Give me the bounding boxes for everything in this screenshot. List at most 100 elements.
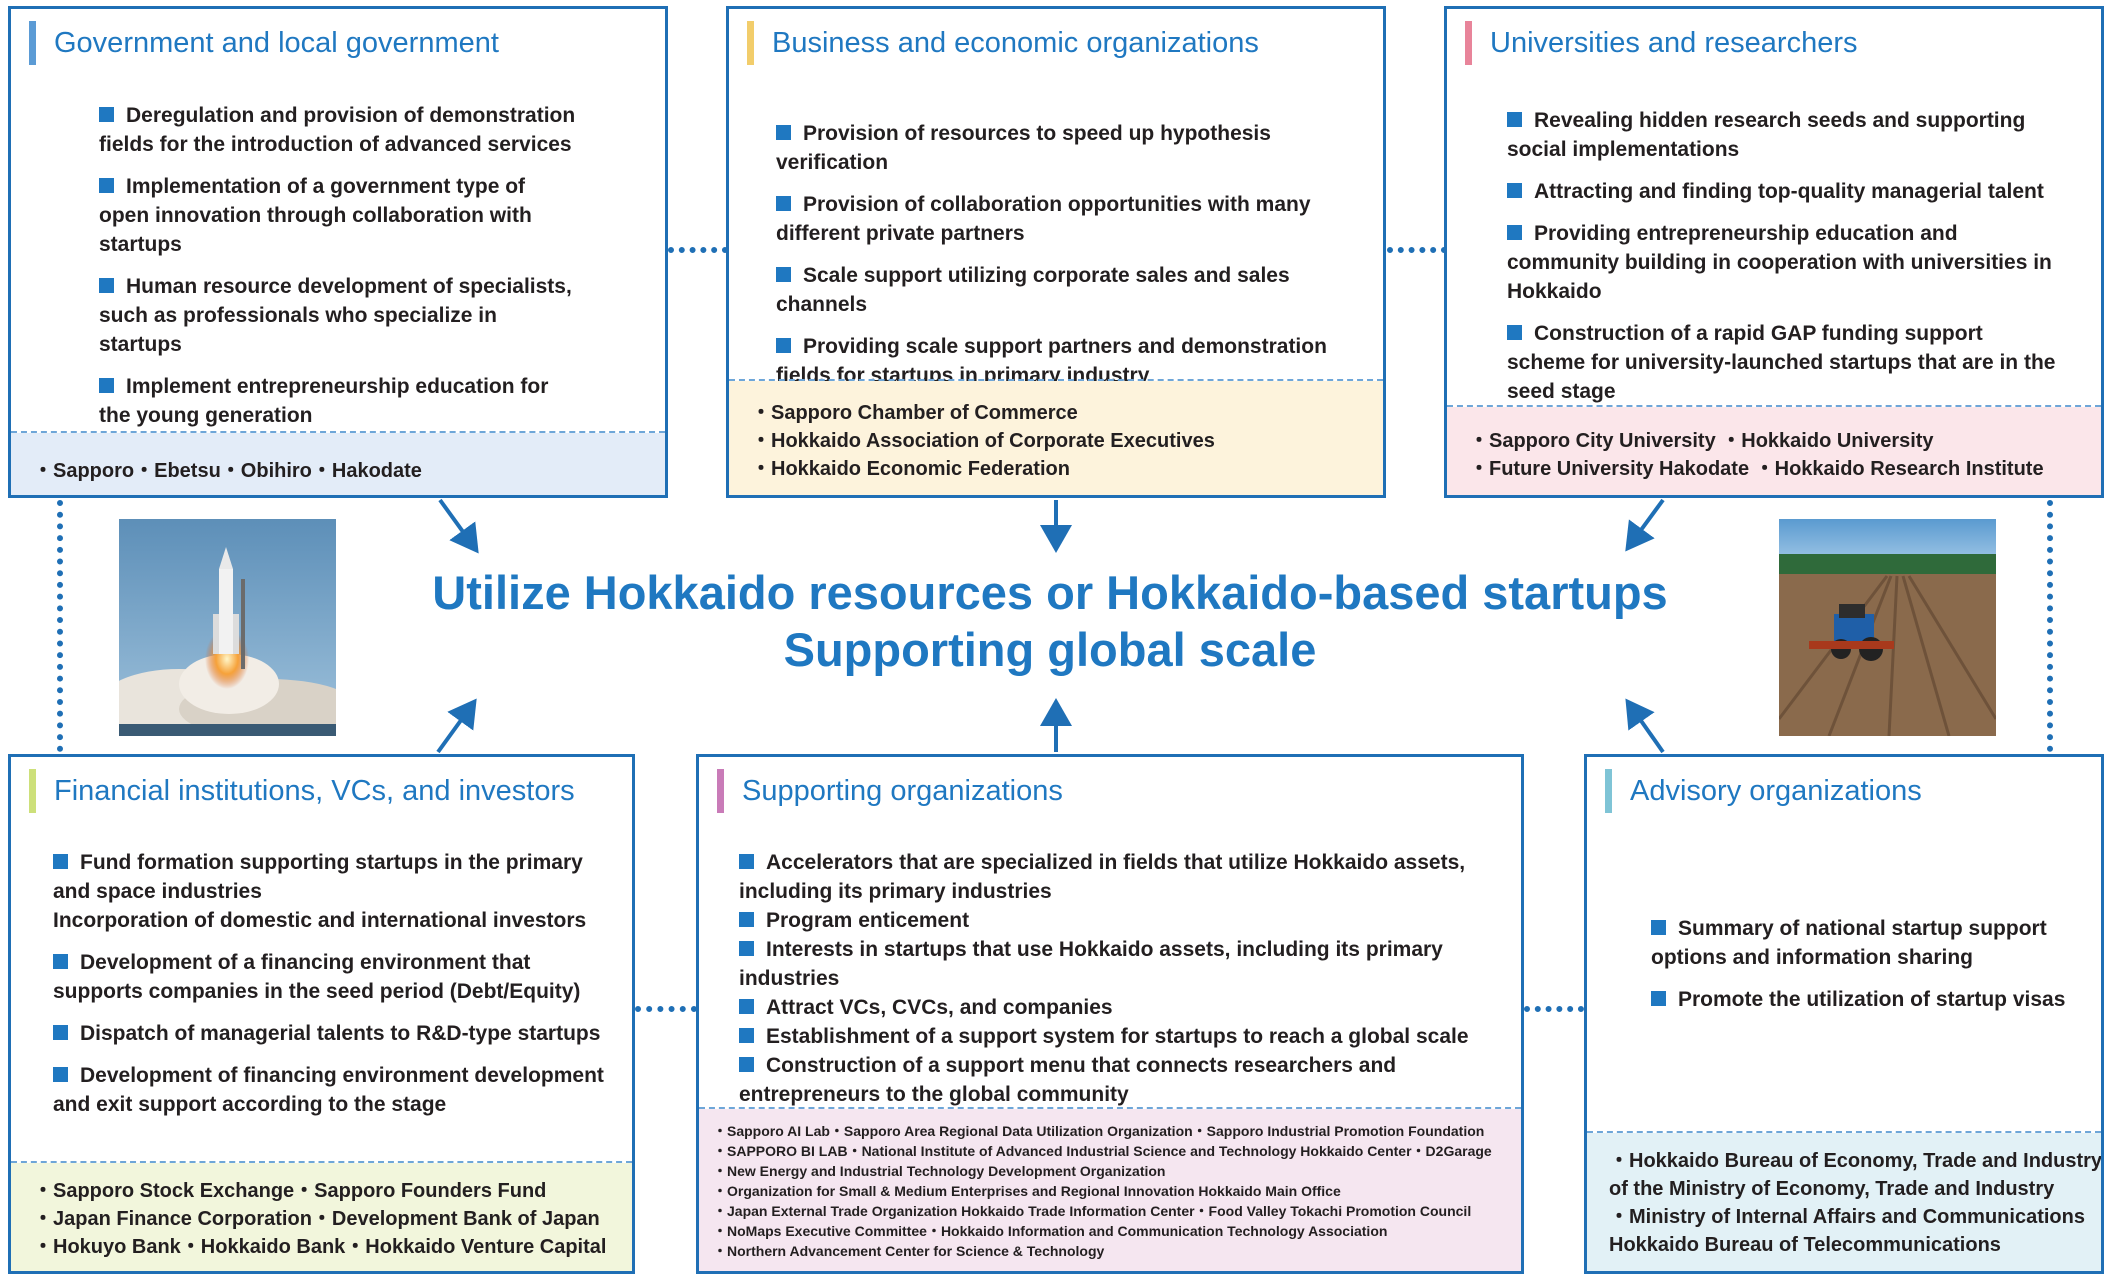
square-bullet-icon xyxy=(776,267,791,282)
supporting-members: ・Sapporo AI Lab・Sapporo Area Regional Da… xyxy=(699,1109,1521,1271)
government-separator xyxy=(11,431,665,433)
supporting-separator xyxy=(699,1107,1521,1109)
business-box: Business and economic organizations Prov… xyxy=(726,6,1386,498)
square-bullet-icon xyxy=(1651,920,1666,935)
member-line: ・Northern Advancement Center for Science… xyxy=(713,1243,1105,1259)
list-item-text: Dispatch of managerial talents to R&D-ty… xyxy=(80,1022,601,1045)
list-item-text: Establishment of a support system for st… xyxy=(766,1025,1469,1048)
member-line: ・Future University Hakodate ・Hokkaido Re… xyxy=(1469,458,2044,480)
list-item: Interests in startups that use Hokkaido … xyxy=(739,935,1499,993)
list-item: Dispatch of managerial talents to R&D-ty… xyxy=(53,1019,623,1048)
financial-separator xyxy=(11,1161,632,1163)
member-line: ・NoMaps Executive Committee・Hokkaido Inf… xyxy=(713,1223,1388,1239)
list-item: Providing entrepreneurship education and… xyxy=(1507,219,2057,306)
member-line: ・New Energy and Industrial Technology De… xyxy=(713,1163,1166,1179)
list-item-text: Incorporation of domestic and internatio… xyxy=(53,909,587,932)
list-item: Deregulation and provision of demonstrat… xyxy=(99,101,579,159)
square-bullet-icon xyxy=(1507,183,1522,198)
connector-financial-supporting xyxy=(635,1006,697,1012)
list-item-text: Construction of a rapid GAP funding supp… xyxy=(1507,322,2056,403)
connector-business-universities xyxy=(1387,247,1447,253)
list-item-text: Attracting and finding top-quality manag… xyxy=(1534,180,2044,203)
arrow-gov xyxy=(438,498,479,554)
member-line: ・Sapporo AI Lab・Sapporo Area Regional Da… xyxy=(713,1123,1485,1139)
list-item-text: Development of a financing environment t… xyxy=(53,951,581,1003)
universities-separator xyxy=(1447,405,2101,407)
member-line: ・Sapporo Chamber of Commerce xyxy=(751,402,1078,424)
list-item-text: Accelerators that are specialized in fie… xyxy=(739,851,1466,903)
government-items: Deregulation and provision of demonstrat… xyxy=(99,101,579,443)
list-item: Revealing hidden research seeds and supp… xyxy=(1507,106,2057,164)
member-line: ・Hokkaido Association of Corporate Execu… xyxy=(751,430,1215,452)
universities-box: Universities and researchers Revealing h… xyxy=(1444,6,2104,498)
list-item: Accelerators that are specialized in fie… xyxy=(739,848,1499,906)
financial-items: Fund formation supporting startups in th… xyxy=(53,848,623,1132)
tractor-field-photo xyxy=(1779,519,1996,736)
member-line: ・Hokkaido Economic Federation xyxy=(751,458,1070,480)
square-bullet-icon xyxy=(739,854,754,869)
member-line: ・Japan External Trade Organization Hokka… xyxy=(713,1203,1472,1219)
list-item: Summary of national startup support opti… xyxy=(1651,914,2081,972)
list-item-text: Provision of resources to speed up hypot… xyxy=(776,122,1271,174)
list-item: Establishment of a support system for st… xyxy=(739,1022,1499,1051)
square-bullet-icon xyxy=(1507,225,1522,240)
member-line: ・Organization for Small & Medium Enterpr… xyxy=(713,1183,1341,1199)
list-item: Implementation of a government type of o… xyxy=(99,172,579,259)
financial-box: Financial institutions, VCs, and investo… xyxy=(8,754,635,1274)
list-item-text: Program enticement xyxy=(766,909,970,932)
list-item: Scale support utilizing corporate sales … xyxy=(776,261,1346,319)
square-bullet-icon xyxy=(739,941,754,956)
square-bullet-icon xyxy=(739,1057,754,1072)
universities-items: Revealing hidden research seeds and supp… xyxy=(1507,106,2057,419)
center-title-line2: Supporting global scale xyxy=(783,623,1317,676)
business-items: Provision of resources to speed up hypot… xyxy=(776,119,1346,403)
member-line: ・SAPPORO BI LAB・National Institute of Ad… xyxy=(713,1143,1492,1159)
square-bullet-icon xyxy=(99,178,114,193)
member-line: Hokkaido Bureau of Telecommunications xyxy=(1609,1234,2001,1256)
advisory-box: Advisory organizations Summary of nation… xyxy=(1584,754,2104,1274)
list-item-text: Deregulation and provision of demonstrat… xyxy=(99,104,576,156)
list-item-text: Human resource development of specialist… xyxy=(99,275,572,356)
member-line: of the Ministry of Economy, Trade and In… xyxy=(1609,1178,2055,1200)
list-item: Provision of collaboration opportunities… xyxy=(776,190,1346,248)
financial-title: Financial institutions, VCs, and investo… xyxy=(29,769,575,813)
connector-supporting-advisory xyxy=(1524,1006,1584,1012)
list-item-text: Providing entrepreneurship education and… xyxy=(1507,222,2052,303)
connector-gov-financial xyxy=(57,500,63,752)
list-item: Development of financing environment dev… xyxy=(53,1061,623,1119)
business-title: Business and economic organizations xyxy=(747,21,1259,65)
square-bullet-icon xyxy=(99,107,114,122)
square-bullet-icon xyxy=(53,954,68,969)
square-bullet-icon xyxy=(53,1067,68,1082)
list-item: Development of a financing environment t… xyxy=(53,948,623,1006)
advisory-items: Summary of national startup support opti… xyxy=(1651,914,2081,1027)
list-item: Attract VCs, CVCs, and companies xyxy=(739,993,1499,1022)
member-line: ・Hokuyo Bank・Hokkaido Bank・Hokkaido Vent… xyxy=(33,1236,607,1258)
universities-members: ・Sapporo City University ・Hokkaido Unive… xyxy=(1447,407,2101,495)
list-item-text: Provision of collaboration opportunities… xyxy=(776,193,1311,245)
list-item-text: Scale support utilizing corporate sales … xyxy=(776,264,1290,316)
list-item-text: Development of financing environment dev… xyxy=(53,1064,604,1116)
list-item-text: Summary of national startup support opti… xyxy=(1651,917,2047,969)
list-item: Promote the utilization of startup visas xyxy=(1651,985,2081,1014)
list-item-text: Promote the utilization of startup visas xyxy=(1678,988,2066,1011)
list-item: Attracting and finding top-quality manag… xyxy=(1507,177,2057,206)
list-item: Human resource development of specialist… xyxy=(99,272,579,359)
list-item-text: Implementation of a government type of o… xyxy=(99,175,532,256)
advisory-separator xyxy=(1587,1131,2101,1133)
list-item-text: Interests in startups that use Hokkaido … xyxy=(739,938,1443,990)
supporting-title: Supporting organizations xyxy=(717,769,1063,813)
government-title: Government and local government xyxy=(29,21,499,65)
list-item-text: Revealing hidden research seeds and supp… xyxy=(1507,109,2026,161)
list-item: Construction of a rapid GAP funding supp… xyxy=(1507,319,2057,406)
government-box: Government and local government Deregula… xyxy=(8,6,668,498)
government-members: ・Sapporo・Ebetsu・Obihiro・Hakodate xyxy=(11,433,665,495)
square-bullet-icon xyxy=(1507,325,1522,340)
arrow-advisory xyxy=(1625,698,1665,754)
list-item: Construction of a support menu that conn… xyxy=(739,1051,1499,1109)
square-bullet-icon xyxy=(1507,112,1522,127)
universities-title: Universities and researchers xyxy=(1465,21,1857,65)
advisory-members: ・Hokkaido Bureau of Economy, Trade and I… xyxy=(1587,1133,2101,1271)
list-item: Provision of resources to speed up hypot… xyxy=(776,119,1346,177)
square-bullet-icon xyxy=(739,999,754,1014)
